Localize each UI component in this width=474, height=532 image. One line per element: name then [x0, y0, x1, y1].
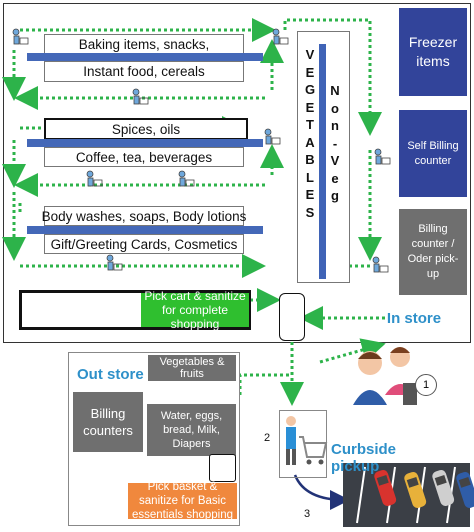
- parking-lot-image: [343, 463, 474, 527]
- shopper-icon: [12, 28, 29, 45]
- shopper-icon: [372, 256, 389, 273]
- out-store-door: [209, 454, 236, 482]
- curbside-title: Curbside pickup: [331, 441, 397, 475]
- curbside-shopper-frame: [279, 410, 327, 478]
- path-curb-up: [238, 373, 292, 395]
- aisle-middle-line2: Coffee, tea, beverages: [44, 147, 244, 167]
- essentials-box: Water, eggs, bread, Milk, Diapers: [147, 404, 236, 456]
- pick-basket-label: Pick basket & sanitize for Basic essenti…: [128, 481, 237, 521]
- shopper-icon: [178, 170, 195, 187]
- self-billing-box: Self Billing counter: [399, 110, 467, 197]
- shopper-icon: [106, 254, 123, 271]
- pick-cart-label: Pick cart & sanitize for complete shoppi…: [141, 289, 249, 331]
- aisle-bottom-line2: Gift/Greeting Cards, Cosmetics: [44, 234, 244, 254]
- shelf-bar-vertical: [319, 44, 326, 279]
- car-icon: [404, 471, 427, 508]
- path-to-parking: [293, 474, 350, 510]
- shelf-bar: [27, 139, 263, 147]
- step-number: 3: [304, 508, 311, 520]
- step-number: 1: [415, 374, 437, 396]
- aisle-middle-line1: Spices, oils: [44, 118, 248, 140]
- car-icon: [432, 469, 455, 506]
- vegetables-fruits-box: Vegetables & fruits: [148, 355, 236, 381]
- shopper-icon: [272, 28, 289, 45]
- shopper-icon: [374, 148, 391, 165]
- aisle-top-line1: Baking items, snacks,: [44, 34, 244, 54]
- aisle-bottom-line1: Body washes, soaps, Body lotions: [42, 206, 246, 226]
- nonveg-label: N o n - V e g: [330, 83, 340, 203]
- shopper-icon: [264, 128, 281, 145]
- car-icon: [456, 471, 474, 508]
- billing-counters-box: Billing counters: [73, 392, 143, 452]
- in-store-label: In store: [385, 305, 443, 331]
- shopper-icon: [86, 170, 103, 187]
- shelf-bar: [27, 53, 263, 61]
- aisle-top-line2: Instant food, cereals: [44, 61, 244, 82]
- support-agent-icon: [353, 347, 417, 405]
- car-icon: [374, 469, 397, 506]
- step-number: 2: [264, 432, 271, 444]
- out-store-title: Out store: [77, 366, 144, 383]
- billing-pickup-box: Billing counter / Oder pick-up: [399, 209, 467, 295]
- freezer-items-box: Freezer items: [399, 8, 467, 96]
- shelf-bar: [27, 226, 263, 234]
- path-top-right: [283, 18, 382, 136]
- path-to-curb: [319, 338, 386, 364]
- curbside-shopper-icon: [286, 416, 328, 465]
- store-entrance-door: [279, 293, 305, 341]
- vegetables-label: V E G E T A B L E S: [304, 47, 316, 220]
- shopper-icon: [132, 88, 149, 105]
